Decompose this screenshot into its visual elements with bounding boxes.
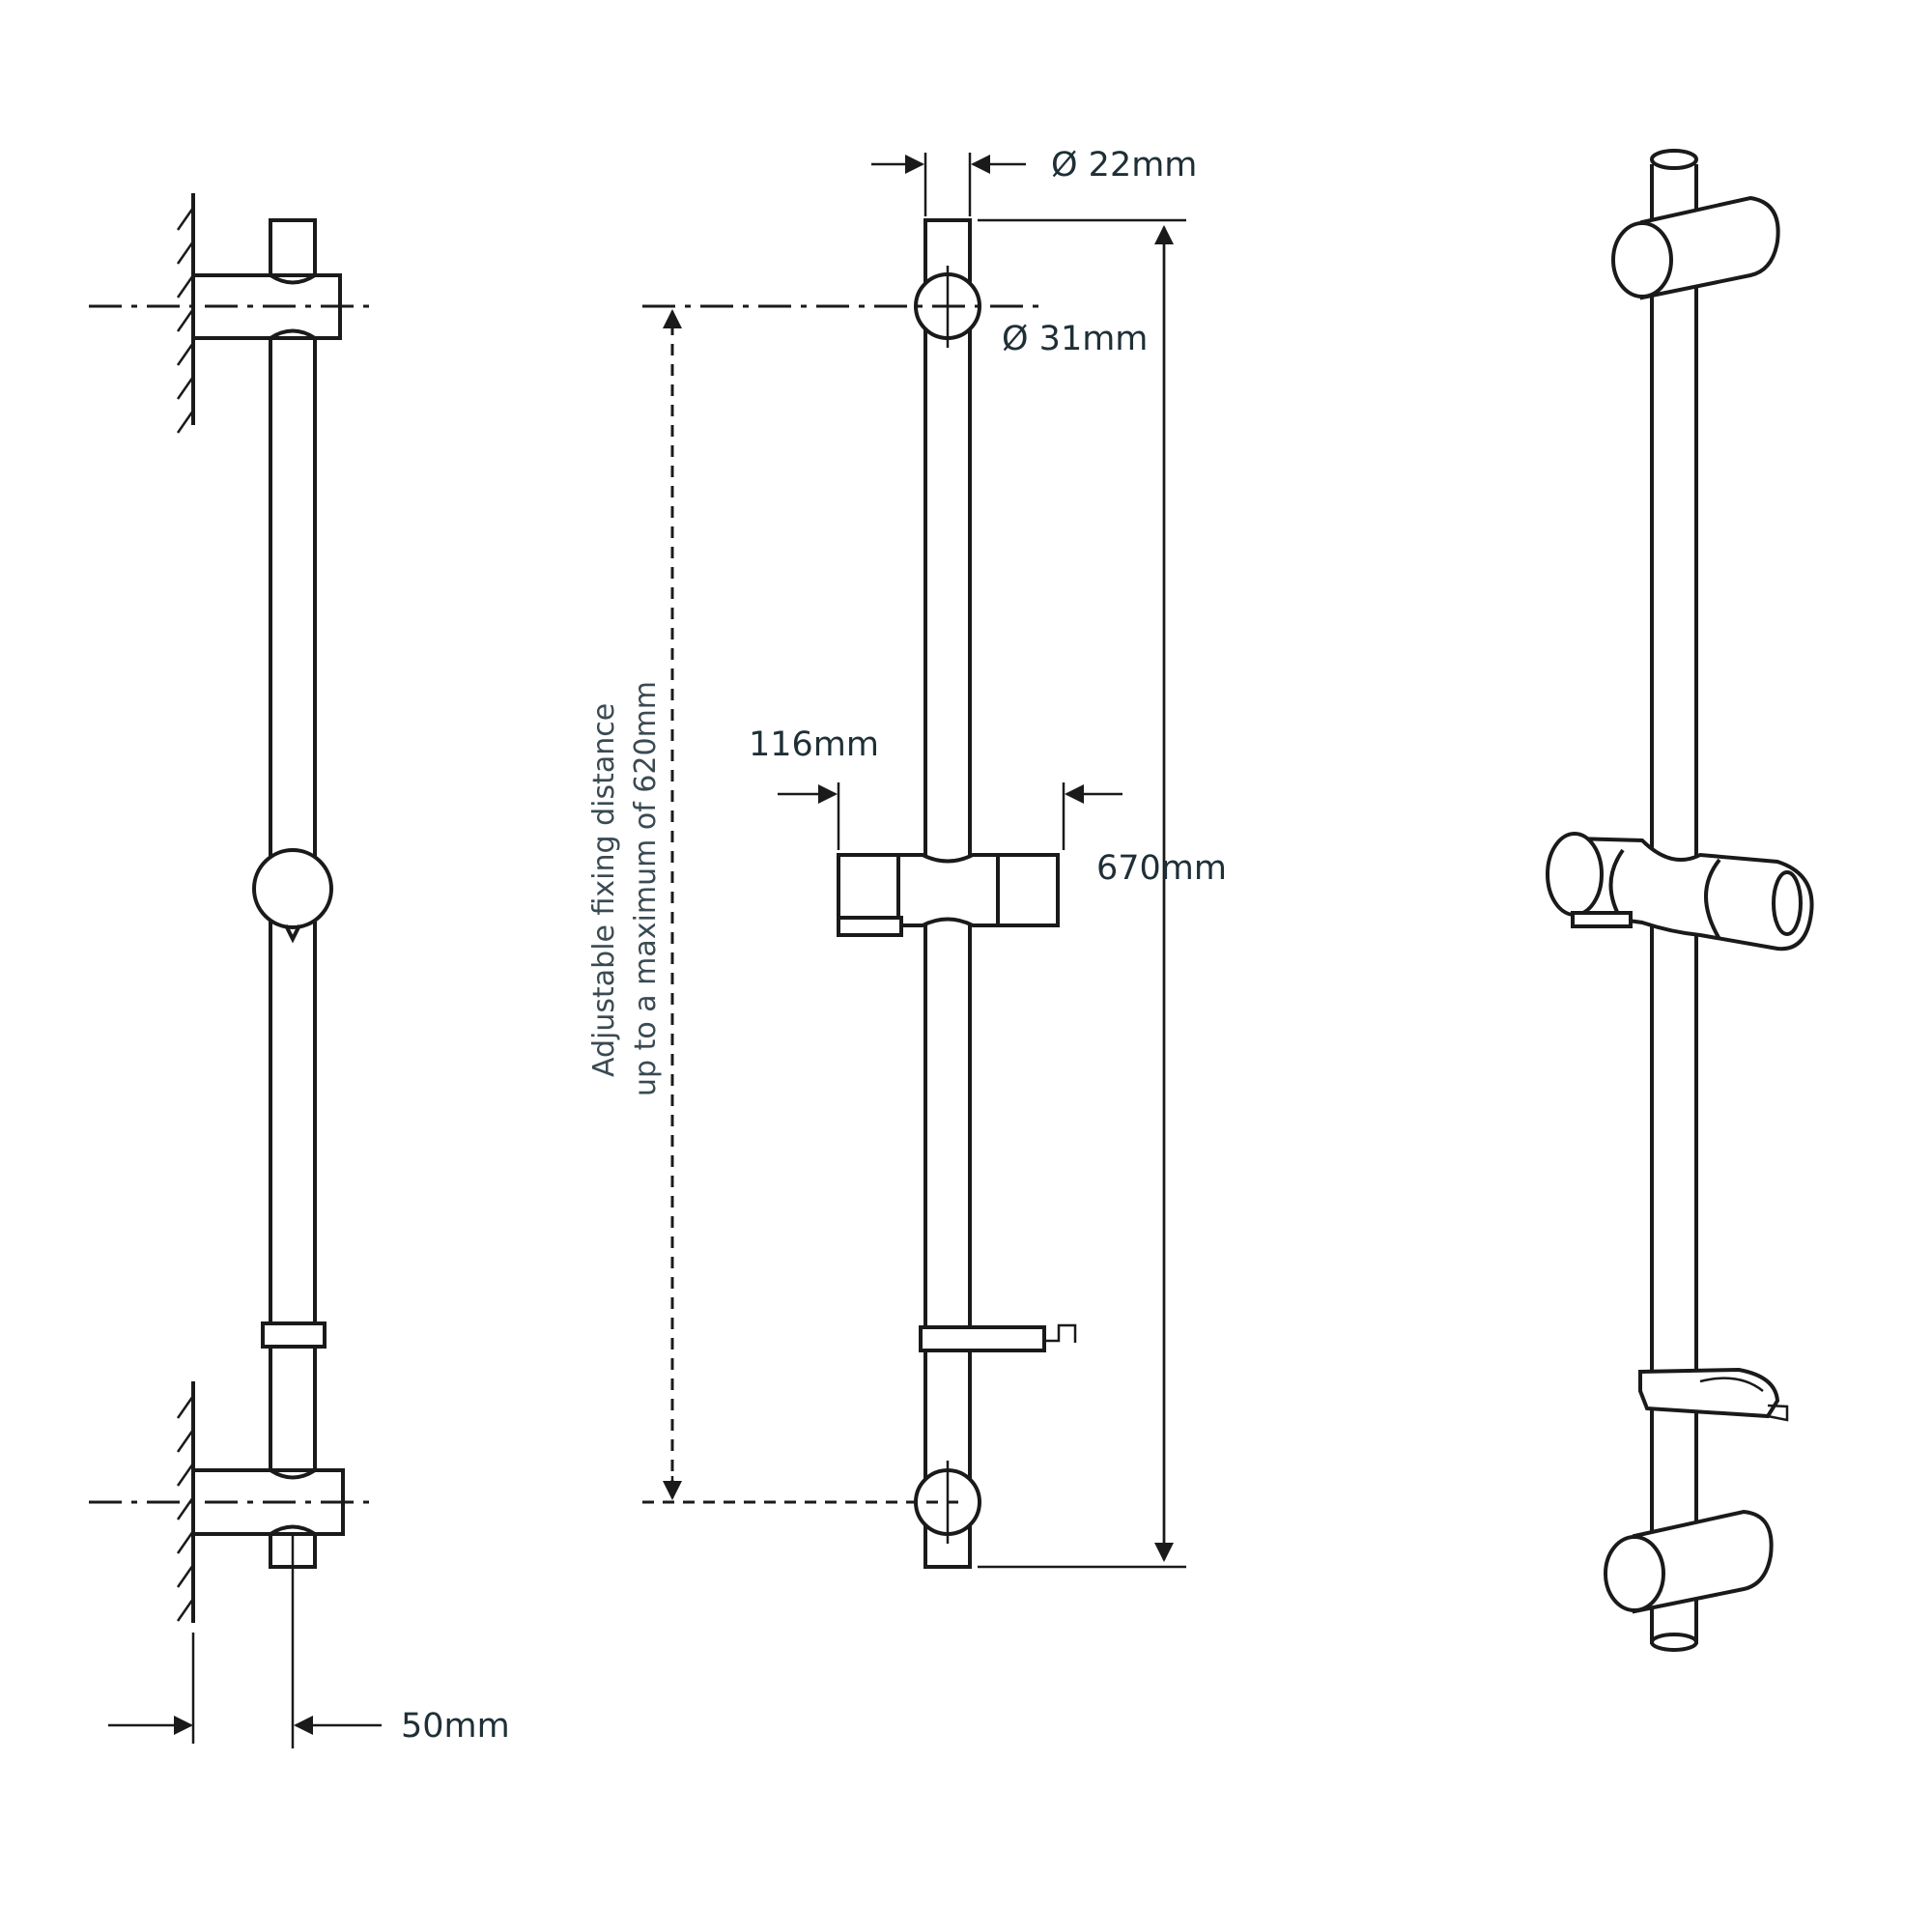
fixing-distance-label-line2: up to a maximum of 620mm bbox=[629, 681, 663, 1096]
perspective-rail-top bbox=[1650, 149, 1698, 170]
overall-length-dimension bbox=[978, 218, 1186, 1569]
side-view: 50mm bbox=[89, 193, 510, 1748]
holder-width-dimension bbox=[778, 782, 1122, 850]
side-dish-collar bbox=[261, 1321, 327, 1349]
holder-width-label: 116mm bbox=[749, 725, 879, 764]
front-view: Ø 22mm Ø 31mm 670mm 116mm Adjustable fix… bbox=[587, 146, 1227, 1569]
top-wall-hatch bbox=[176, 193, 195, 434]
overall-length-label: 670mm bbox=[1096, 849, 1227, 888]
perspective-top-bracket bbox=[1611, 195, 1780, 300]
perspective-view bbox=[1546, 149, 1814, 1652]
perspective-rail-bottom bbox=[1650, 1633, 1698, 1652]
pipe-diameter-label: Ø 22mm bbox=[1051, 146, 1197, 185]
perspective-soap-dish bbox=[1638, 1367, 1789, 1422]
fixing-distance-label-line1: Adjustable fixing distance bbox=[587, 703, 621, 1077]
front-handset-holder bbox=[837, 853, 1060, 937]
pipe-diameter-dimension bbox=[871, 153, 1026, 216]
perspective-handset-holder bbox=[1546, 832, 1814, 952]
side-holder-knob bbox=[252, 848, 333, 944]
wall-projection-dimension bbox=[108, 1633, 382, 1744]
wall-projection-label: 50mm bbox=[401, 1707, 510, 1746]
bracket-diameter-label: Ø 31mm bbox=[1002, 320, 1148, 358]
side-bottom-bracket bbox=[191, 1468, 345, 1748]
front-soap-dish bbox=[919, 1323, 1077, 1352]
perspective-bottom-bracket bbox=[1604, 1509, 1774, 1614]
